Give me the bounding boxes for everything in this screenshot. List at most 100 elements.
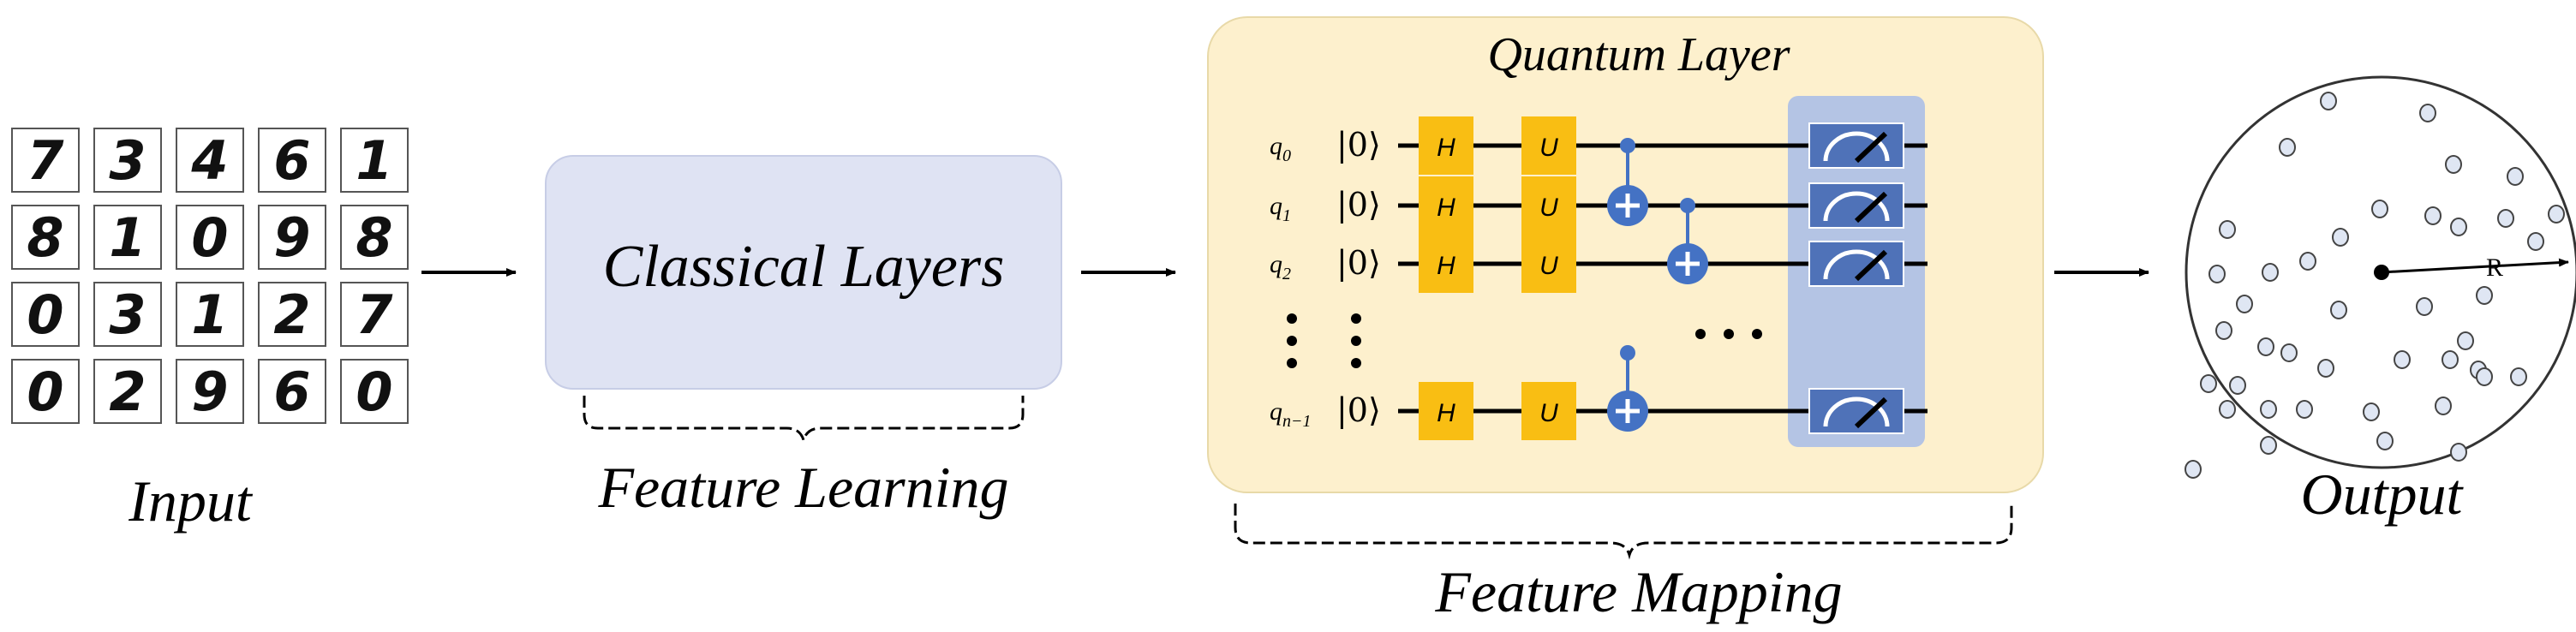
digit-cell — [93, 282, 162, 347]
output-point — [2445, 155, 2462, 174]
digit-glyph: 8 — [27, 206, 63, 269]
vertical-ellipsis-labels — [1287, 313, 1297, 368]
output-point — [2457, 331, 2474, 350]
output-point — [2363, 402, 2380, 421]
digit-cell — [11, 359, 80, 424]
digit-cell — [176, 282, 244, 347]
output-point — [2416, 297, 2433, 316]
unitary-gate — [1521, 382, 1576, 440]
output-point — [2257, 337, 2274, 356]
digit-cell — [93, 359, 162, 424]
output-point — [2280, 343, 2298, 362]
measurement-meter — [1808, 122, 1904, 169]
digit-glyph: 4 — [190, 129, 228, 192]
input-label: Input — [128, 468, 254, 534]
radius-label: R — [2486, 253, 2503, 282]
output-hypersphere — [2185, 75, 2576, 469]
digit-cell — [176, 205, 244, 270]
output-point — [2296, 400, 2313, 419]
digit-glyph: 6 — [273, 361, 310, 423]
hadamard-label: H — [1437, 134, 1455, 162]
digit-glyph: 2 — [273, 283, 310, 346]
feature-mapping-label: Feature Mapping — [1434, 559, 1842, 624]
hadamard-gate — [1419, 176, 1473, 235]
digit-cell — [258, 205, 326, 270]
digit-glyph: 1 — [191, 283, 228, 346]
quantum-layer-title: Quantum Layer — [1487, 28, 1790, 81]
vertical-ellipsis-kets — [1351, 313, 1361, 368]
output-point — [2299, 252, 2316, 271]
digit-glyph: 0 — [191, 206, 228, 269]
output-label: Output — [2301, 462, 2465, 527]
hadamard-label: H — [1437, 194, 1455, 222]
output-point — [2185, 460, 2202, 479]
unitary-label: U — [1539, 134, 1558, 162]
digit-glyph: 8 — [356, 206, 392, 269]
unitary-label: U — [1539, 399, 1558, 427]
feature-mapping-brace — [1234, 504, 2013, 560]
output-point — [2548, 205, 2565, 224]
ket-zero: |0⟩ — [1336, 391, 1381, 429]
output-point — [2229, 376, 2246, 395]
output-point — [2200, 374, 2217, 393]
feature-learning-label: Feature Learning — [597, 455, 1008, 520]
digit-cell — [11, 282, 80, 347]
horizontal-ellipsis — [1695, 329, 1762, 339]
radius-arrow — [2381, 258, 2569, 274]
output-point — [2510, 367, 2527, 386]
digit-cell — [258, 282, 326, 347]
digit-cell — [176, 128, 244, 193]
output-point — [2450, 218, 2467, 236]
digit-glyph: 0 — [27, 283, 63, 346]
unitary-label: U — [1539, 252, 1558, 280]
cnot-control-dot — [1680, 198, 1695, 213]
output-point — [2476, 367, 2493, 386]
ket-zero: |0⟩ — [1336, 244, 1381, 282]
output-point — [2442, 350, 2459, 369]
digit-cell — [93, 205, 162, 270]
measurement-meter — [1808, 241, 1904, 287]
output-point — [2219, 220, 2236, 239]
qubit-label: qn−1 — [1270, 397, 1312, 431]
output-point — [2450, 443, 2467, 462]
digit-cell — [258, 128, 326, 193]
digit-cell — [340, 282, 409, 347]
digit-cell — [258, 359, 326, 424]
digit-glyph: 1 — [356, 129, 392, 192]
digit-glyph: 7 — [356, 283, 393, 346]
output-point — [2394, 350, 2411, 369]
hadamard-label: H — [1437, 252, 1455, 280]
digit-glyph: 0 — [356, 361, 392, 423]
unitary-gate — [1521, 235, 1576, 293]
output-point — [2507, 167, 2524, 186]
output-point — [2527, 232, 2544, 251]
cnot-control-dot — [1620, 138, 1635, 153]
digit-cell — [11, 128, 80, 193]
digit-glyph: 9 — [273, 206, 310, 269]
digit-cell — [340, 205, 409, 270]
output-point — [2279, 138, 2296, 157]
cnot-control-dot — [1620, 345, 1635, 361]
digit-glyph: 3 — [109, 283, 146, 346]
digit-glyph: 9 — [191, 361, 228, 423]
hadamard-label: H — [1437, 399, 1455, 427]
output-points — [2185, 92, 2565, 479]
output-point — [2236, 295, 2253, 313]
ket-zero: |0⟩ — [1336, 126, 1381, 164]
digit-glyph: 2 — [109, 361, 146, 423]
output-point — [2424, 206, 2442, 225]
digit-glyph: 7 — [27, 129, 64, 192]
output-point — [2497, 209, 2514, 228]
meter-arc-icon — [1823, 131, 1890, 162]
meter-arc-icon — [1823, 249, 1890, 280]
measurement-meter — [1808, 388, 1904, 434]
output-point — [2320, 92, 2337, 110]
digit-cell — [340, 359, 409, 424]
unitary-gate — [1521, 176, 1576, 235]
measurement-meter — [1808, 182, 1904, 229]
meter-needle-icon — [1854, 191, 1888, 224]
meter-needle-icon — [1854, 396, 1888, 429]
output-point — [2371, 200, 2388, 218]
hadamard-gate — [1419, 235, 1473, 293]
